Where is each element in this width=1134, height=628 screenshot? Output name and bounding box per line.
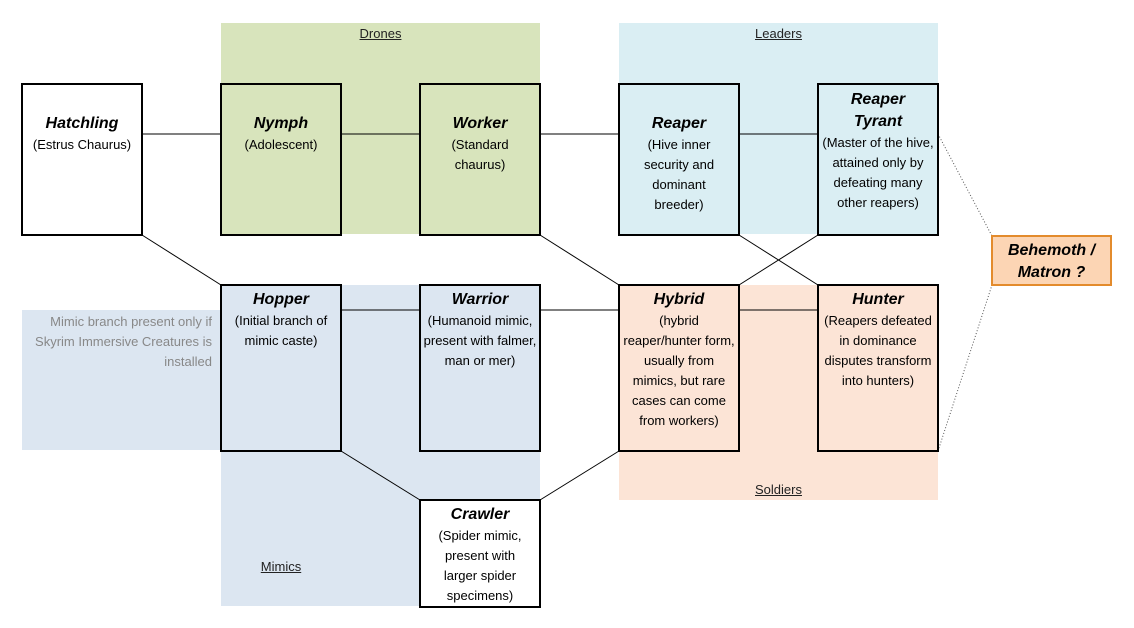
node-title: Reaper Tyrant (850, 91, 906, 130)
node-title: Crawler (450, 506, 510, 523)
drones-label: Drones (359, 26, 402, 41)
soldiers-label: Soldiers (755, 482, 802, 497)
node-desc: (Estrus Chaurus) (32, 137, 132, 152)
node-behemoth: Behemoth / Matron ? (991, 235, 1112, 286)
node-desc: (Adolescent) (244, 137, 318, 152)
edge-hybrid-tyrant (738, 234, 819, 286)
node-title: Hybrid (653, 291, 705, 308)
node-title: Reaper (651, 115, 707, 132)
node-hopper: Hopper (Initial branch of mimic caste) (220, 284, 342, 452)
leaders-label: Leaders (755, 26, 802, 41)
node-hunter: Hunter (Reapers defeated in dominance di… (817, 284, 939, 452)
node-desc: (Standard chaurus) (451, 137, 509, 172)
node-desc: (Reapers defeated in dominance disputes … (824, 313, 932, 388)
node-desc: (Hive inner security and dominant breede… (643, 137, 715, 212)
node-warrior: Warrior (Humanoid mimic, present with fa… (419, 284, 541, 452)
node-desc: (Master of the hive, attained only by de… (822, 135, 934, 210)
node-title: Worker (452, 115, 508, 132)
edge-hatchling-hopper (141, 234, 222, 286)
mimic-note-region (22, 310, 221, 450)
node-title: Behemoth / Matron ? (1007, 242, 1096, 281)
node-worker: Worker (Standard chaurus) (419, 83, 541, 236)
node-nymph: Nymph (Adolescent) (220, 83, 342, 236)
edge-worker-hybrid (539, 234, 620, 286)
node-desc: (hybrid reaper/hunter form, usually from… (623, 313, 735, 428)
node-desc: (Humanoid mimic, present with falmer, ma… (423, 313, 537, 368)
edge-crawler-hybrid (539, 450, 620, 501)
edge-tyrant-behemoth (937, 133, 993, 237)
node-title: Hunter (852, 291, 904, 308)
node-crawler: Crawler (Spider mimic, present with larg… (419, 499, 541, 608)
node-title: Warrior (451, 291, 509, 308)
node-reaper: Reaper (Hive inner security and dominant… (618, 83, 740, 236)
node-hybrid: Hybrid (hybrid reaper/hunter form, usual… (618, 284, 740, 452)
node-title: Nymph (253, 115, 309, 132)
node-reaper-tyrant: Reaper Tyrant (Master of the hive, attai… (817, 83, 939, 236)
node-desc: (Spider mimic, present with larger spide… (438, 528, 522, 603)
node-title: Hopper (253, 291, 309, 308)
edge-hopper-crawler (340, 450, 421, 501)
node-hatchling: Hatchling (Estrus Chaurus) (21, 83, 143, 236)
edge-hunter-behemoth (937, 284, 993, 452)
node-desc: (Initial branch of mimic caste) (234, 313, 328, 348)
mimic-branch-note: Mimic branch present only if Skyrim Imme… (35, 314, 212, 369)
node-title: Hatchling (45, 115, 119, 132)
mimics-label: Mimics (260, 559, 302, 574)
